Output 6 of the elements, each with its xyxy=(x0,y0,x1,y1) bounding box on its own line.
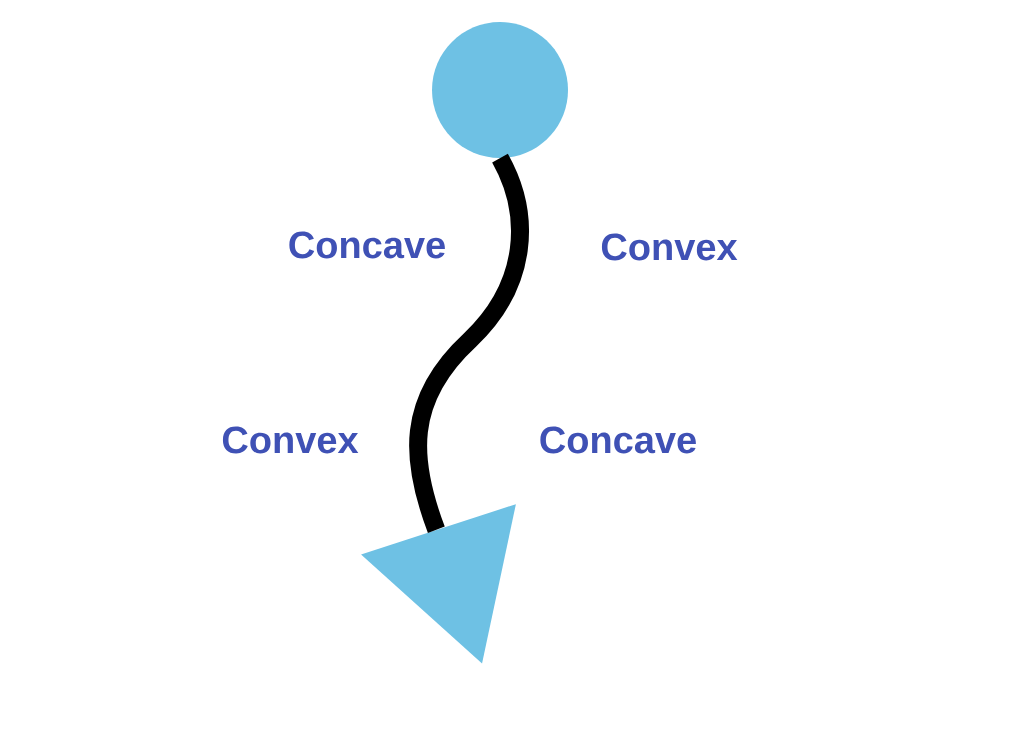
curve-label: Concave xyxy=(289,231,445,259)
curve-label: Convex xyxy=(601,233,738,261)
curve-label: Concave xyxy=(540,426,696,454)
circle xyxy=(432,22,568,158)
triangle xyxy=(361,504,516,664)
curve-label: Convex xyxy=(222,426,359,454)
